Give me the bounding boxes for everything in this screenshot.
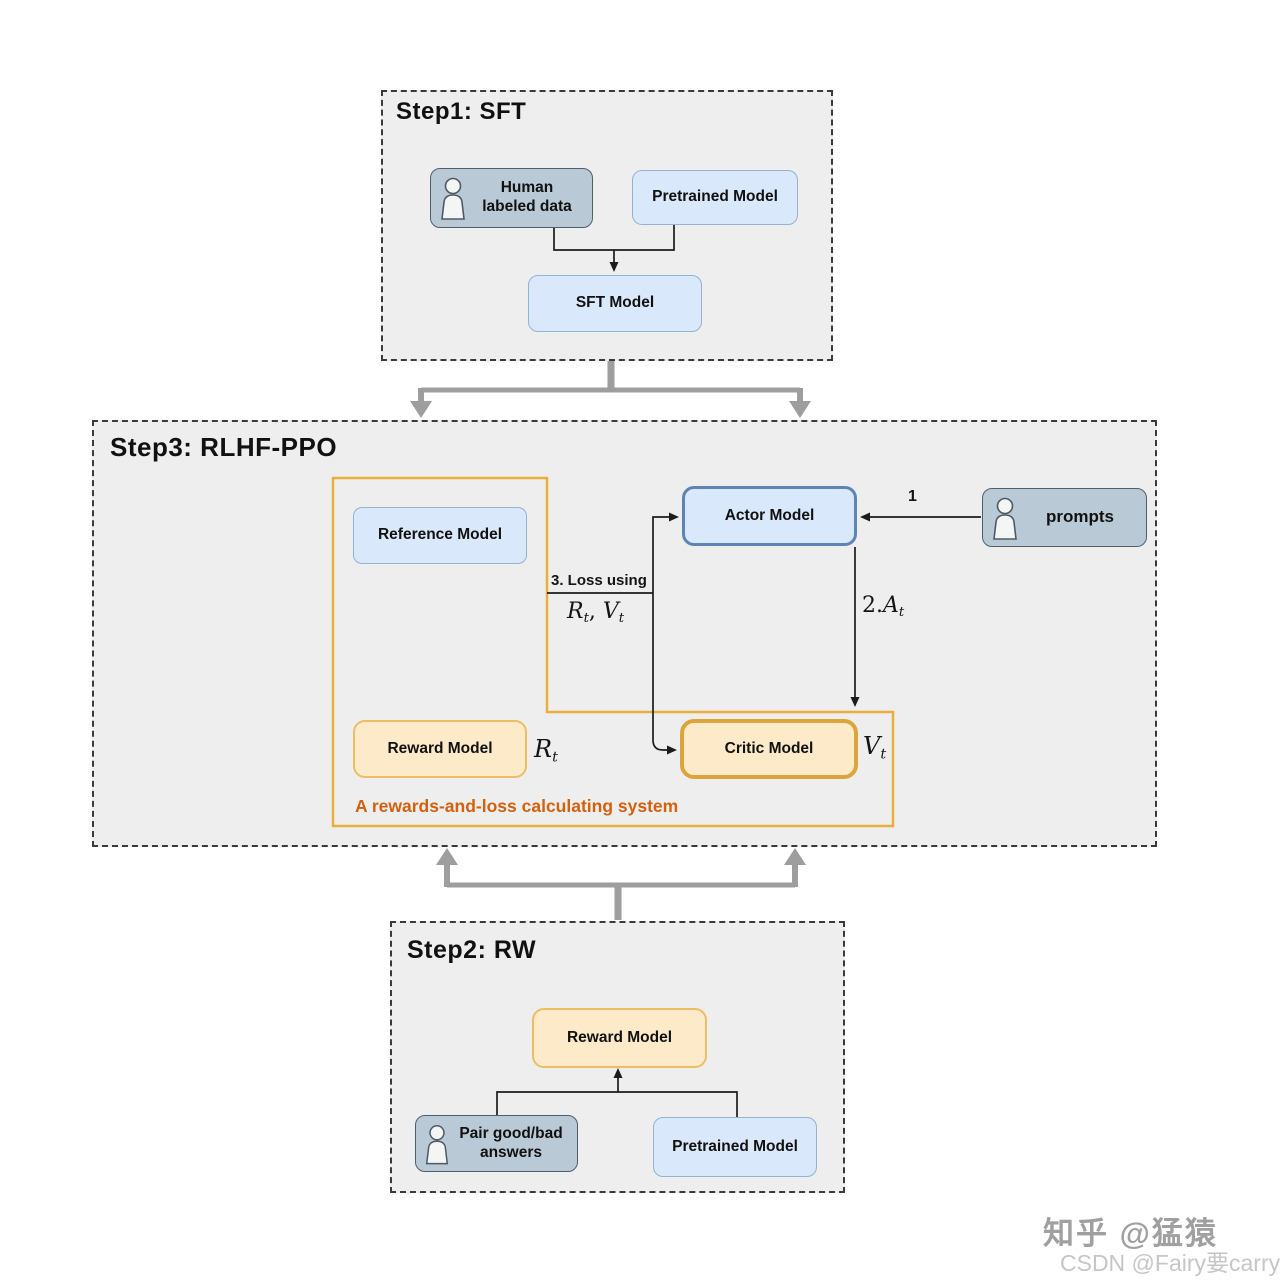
prompts-label: prompts: [1046, 507, 1114, 527]
step1-title: Step1: SFT: [396, 98, 527, 125]
person-icon: [423, 1122, 451, 1166]
step3-title: Step3: RLHF-PPO: [110, 432, 338, 462]
pretrained-model-label-step1: Pretrained Model: [652, 188, 778, 206]
vt-value-label: Vt: [863, 732, 887, 763]
csdn-watermark: CSDN @Fairy要carry: [1060, 1250, 1280, 1276]
step3-container: [92, 420, 1157, 847]
reward-model-label-step3: Reward Model: [387, 739, 493, 757]
pretrained-model-node-step1: Pretrained Model: [632, 170, 798, 225]
step2-to-step3-connector: [444, 864, 798, 920]
pretrained-model-label-step2: Pretrained Model: [672, 1137, 798, 1155]
rt-value-label: Rt: [534, 735, 558, 766]
gray-arrowhead-up-left: [436, 848, 458, 865]
actor-model-node: Actor Model: [682, 486, 857, 546]
gray-arrowhead-up-right: [784, 848, 806, 865]
arrow-1-label: 1: [908, 488, 917, 505]
person-icon: [438, 175, 468, 221]
sft-model-label: SFT Model: [575, 294, 655, 312]
loss-math-label: Rt, Vt: [567, 599, 625, 626]
reference-model-label: Reference Model: [377, 526, 503, 544]
gray-arrowhead-down-right: [789, 401, 811, 418]
rewards-system-caption: A rewards-and-loss calculating system: [355, 796, 679, 816]
reward-model-node-step3: Reward Model: [353, 720, 527, 778]
pretrained-model-node-step2: Pretrained Model: [653, 1117, 817, 1177]
pair-answers-node: Pair good/bad answers: [415, 1115, 578, 1172]
loss-using-label: 3. Loss using: [551, 572, 647, 589]
reference-model-node: Reference Model: [353, 507, 527, 564]
actor-model-label: Actor Model: [724, 506, 815, 524]
step2-title: Step2: RW: [407, 936, 537, 964]
human-labeled-data-label: Human labeled data: [482, 179, 572, 215]
person-icon: [990, 495, 1020, 541]
sft-model-node: SFT Model: [528, 275, 702, 332]
reward-model-label-step2: Reward Model: [566, 1028, 673, 1046]
critic-model-label: Critic Model: [724, 739, 814, 757]
gray-arrowhead-down-left: [410, 401, 432, 418]
step1-to-step3-connector: [418, 361, 803, 403]
advantage-label: 2.At: [862, 593, 905, 620]
reward-model-node-step2: Reward Model: [532, 1008, 707, 1068]
pair-answers-label: Pair good/bad answers: [459, 1124, 563, 1161]
zhihu-watermark: 知乎 @猛猿: [1043, 1216, 1218, 1251]
prompts-node: prompts: [982, 488, 1147, 547]
human-labeled-data-node: Human labeled data: [430, 168, 593, 228]
critic-model-node: Critic Model: [680, 719, 858, 779]
